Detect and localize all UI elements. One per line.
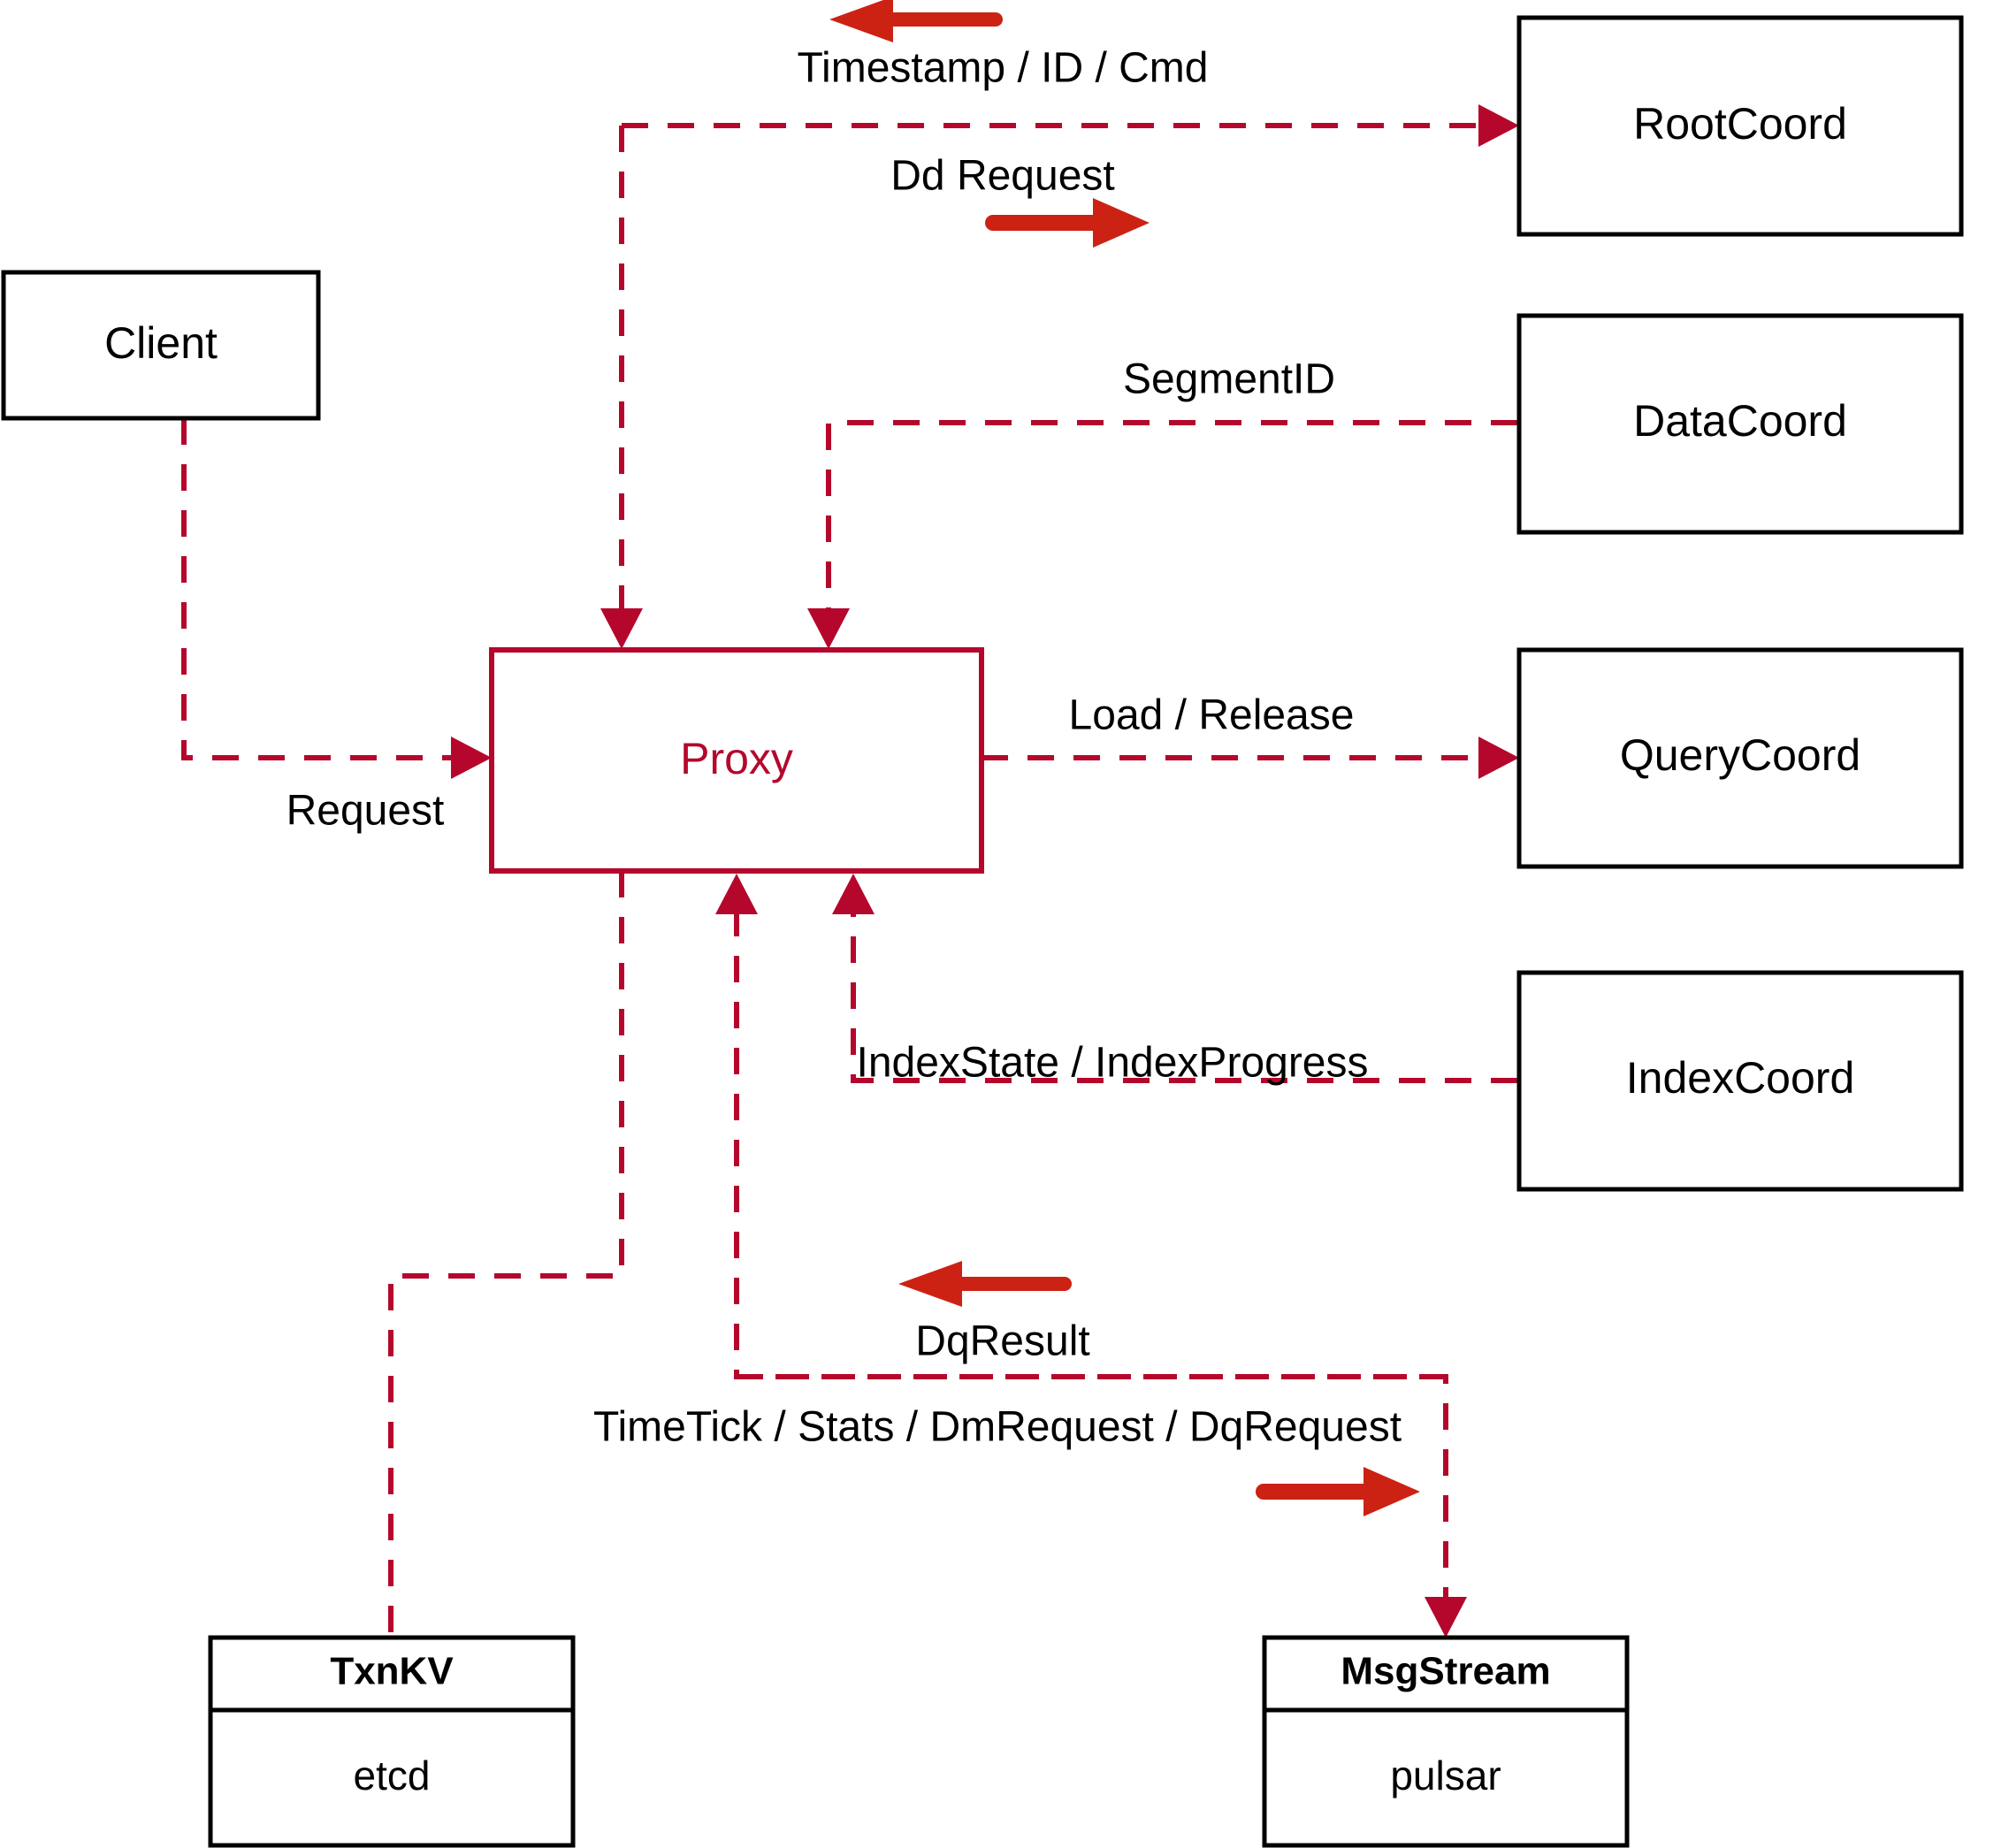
- node-indexcoord-label: IndexCoord: [1626, 1053, 1855, 1103]
- edge-label-index-state-progress: IndexState / IndexProgress: [857, 1040, 1369, 1087]
- edge-label-timestamp-id-cmd: Timestamp / ID / Cmd: [798, 45, 1209, 92]
- flow-arrow-dqresult-left: [898, 1261, 1072, 1307]
- edge-dd-request: [622, 104, 1519, 147]
- node-indexcoord-rect[interactable]: [1516, 970, 1964, 1192]
- node-indexcoord[interactable]: IndexCoord: [1516, 970, 1964, 1192]
- edge-index-state-progress-arrowhead: [832, 874, 875, 914]
- edge-label-segment-id: SegmentID: [1123, 356, 1335, 403]
- edge-request-arrowhead: [451, 737, 492, 779]
- edge-timestamp-id-cmd: [600, 126, 643, 649]
- edge-timetick-stats-dm-dq-path: [737, 1374, 1448, 1607]
- edge-load-release: [982, 737, 1519, 779]
- edge-label-timetick-stats-dm-dq: TimeTick / Stats / DmRequest / DqRequest: [593, 1404, 1402, 1451]
- edge-label-load-release: Load / Release: [1069, 692, 1355, 739]
- edge-txnkv-link: [388, 871, 624, 1638]
- edge-segment-id: [807, 420, 1517, 649]
- edge-label-dq-result: DqResult: [915, 1318, 1089, 1365]
- node-querycoord[interactable]: QueryCoord: [1516, 647, 1964, 869]
- node-txnkv-impl: etcd: [354, 1753, 431, 1798]
- flow-arrow-dd-request-right: [985, 198, 1150, 248]
- edge-index-state-progress-path: [851, 904, 1517, 1083]
- node-datacoord-label: DataCoord: [1633, 396, 1847, 446]
- node-client-rect[interactable]: [1, 270, 321, 421]
- node-msgstream-impl: pulsar: [1390, 1753, 1501, 1798]
- node-proxy-rect[interactable]: [489, 647, 984, 874]
- edge-timetick-stats-dm-dq-arrowhead: [1425, 1597, 1467, 1638]
- edge-dq-result: [715, 874, 1446, 1379]
- node-txnkv[interactable]: TxnKV etcd: [208, 1635, 576, 1848]
- edge-dq-result-arrowhead: [715, 874, 758, 914]
- edge-dd-request-arrowhead: [1478, 104, 1519, 147]
- node-rootcoord[interactable]: RootCoord: [1516, 15, 1964, 237]
- node-querycoord-label: QueryCoord: [1620, 730, 1860, 780]
- edge-request: [181, 418, 492, 779]
- flow-arrow-timetick-right: [1256, 1467, 1420, 1516]
- edge-index-state-progress: [832, 874, 1517, 1083]
- edge-timetick-stats-dm-dq: [737, 1374, 1467, 1638]
- edge-label-dd-request: Dd Request: [890, 153, 1114, 200]
- node-msgstream-title: MsgStream: [1341, 1650, 1550, 1693]
- edge-request-path: [181, 418, 483, 760]
- node-querycoord-rect[interactable]: [1516, 647, 1964, 869]
- node-msgstream-rect[interactable]: [1262, 1635, 1630, 1848]
- node-txnkv-rect[interactable]: [208, 1635, 576, 1848]
- edge-load-release-arrowhead: [1478, 737, 1519, 779]
- node-datacoord[interactable]: DataCoord: [1516, 313, 1964, 535]
- flow-arrow-timestamp-left: [829, 0, 1003, 42]
- node-client[interactable]: Client: [1, 270, 321, 421]
- node-txnkv-title: TxnKV: [330, 1650, 454, 1693]
- node-datacoord-rect[interactable]: [1516, 313, 1964, 535]
- node-proxy[interactable]: Proxy: [489, 647, 984, 874]
- node-rootcoord-rect[interactable]: [1516, 15, 1964, 237]
- edge-timestamp-id-cmd-arrowhead: [600, 608, 643, 649]
- node-proxy-label: Proxy: [680, 734, 793, 783]
- edge-segment-id-arrowhead: [807, 608, 850, 649]
- edge-label-request: Request: [286, 788, 445, 835]
- node-client-label: Client: [104, 318, 218, 368]
- edge-txnkv-link-path: [388, 871, 624, 1638]
- node-msgstream[interactable]: MsgStream pulsar: [1262, 1635, 1630, 1848]
- edge-segment-id-path: [826, 420, 1517, 619]
- node-rootcoord-label: RootCoord: [1633, 99, 1847, 149]
- edge-dq-result-path: [734, 904, 1446, 1379]
